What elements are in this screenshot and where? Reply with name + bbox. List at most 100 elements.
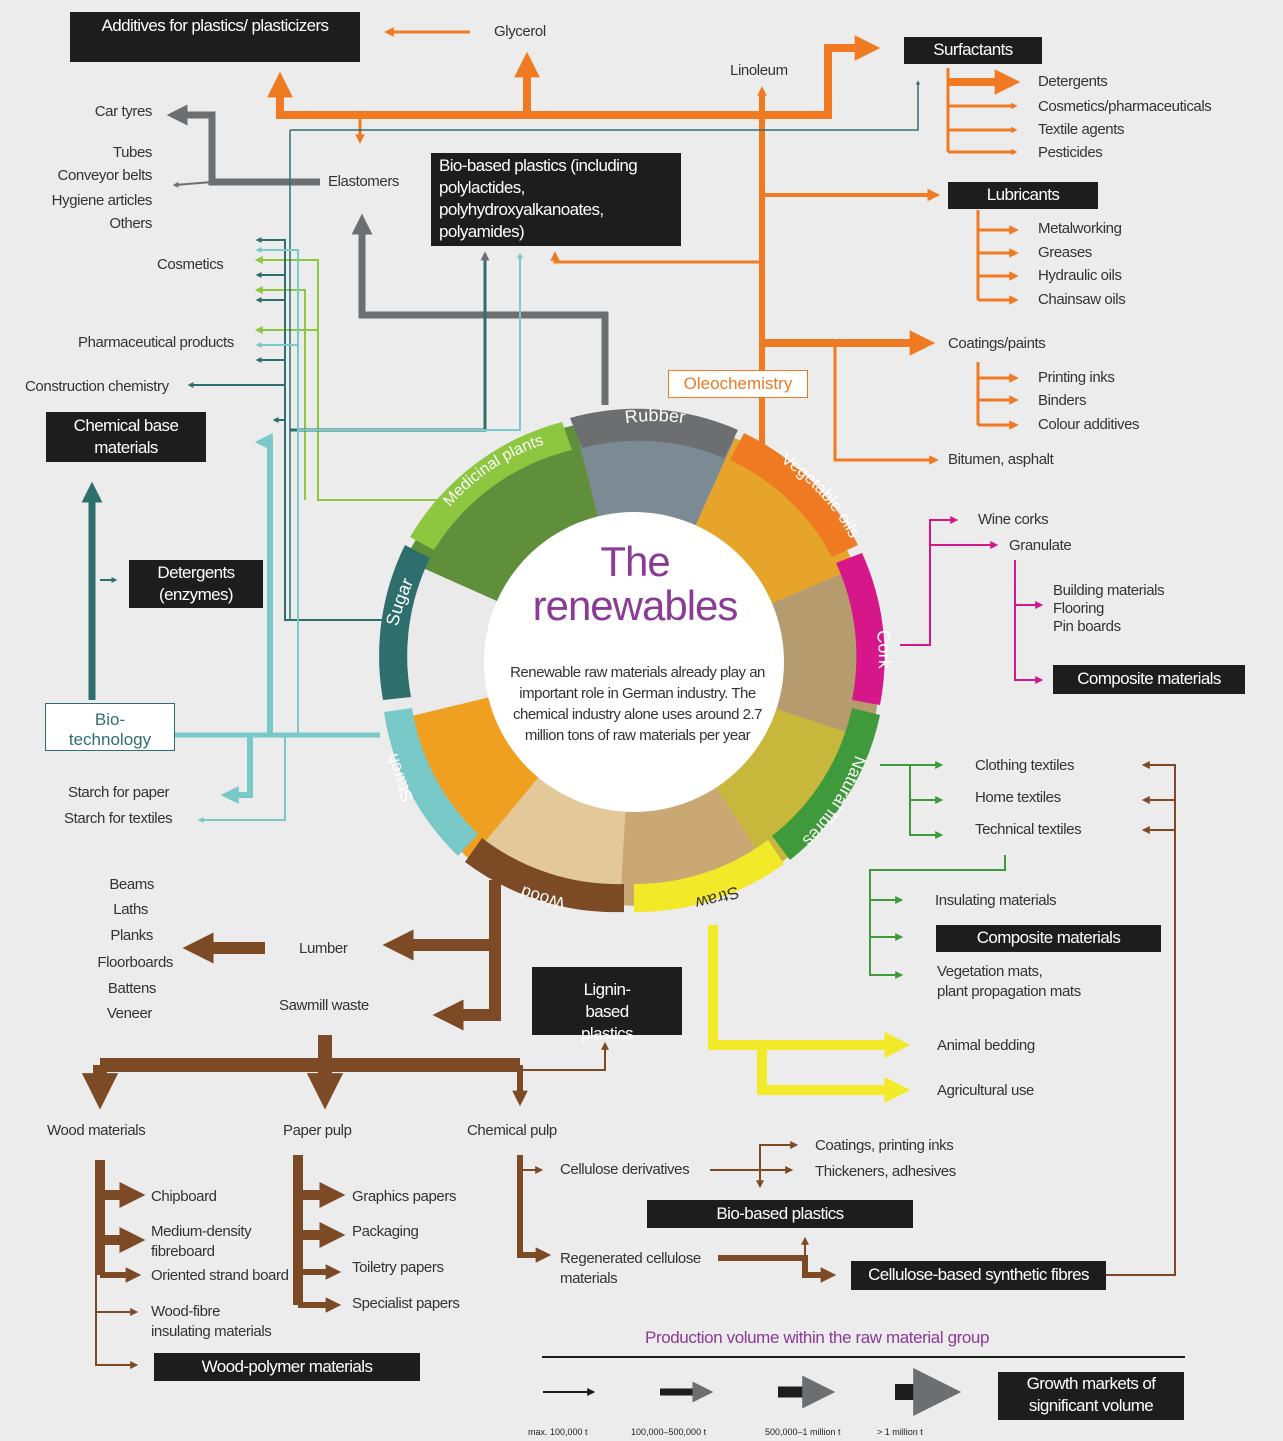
label-veneer: Veneer: [106, 1005, 153, 1022]
label-coatings-paints: Coatings/paints: [948, 335, 1046, 352]
label-paper-pulp: Paper pulp: [283, 1122, 352, 1139]
label-floorboards: Floorboards: [97, 954, 173, 971]
label-specialist: Specialist papers: [352, 1295, 460, 1312]
box-cellulose-fibres: Cellulose-based synthetic fibres: [851, 1261, 1106, 1290]
box-growth-markets: Growth markets of significant volume: [998, 1372, 1184, 1420]
ring-segment-natural-fibres: [772, 708, 880, 860]
ring-segment-vegetable-oils: [730, 433, 858, 557]
label-wood-materials: Wood materials: [47, 1122, 146, 1139]
box-chemical-base: Chemical base materials: [46, 412, 206, 462]
label-starch-paper: Starch for paper: [68, 784, 170, 801]
box-bio-based-plastics-top: Bio-based plastics (including polylactid…: [431, 153, 681, 246]
ring-segment-cork: [836, 553, 885, 705]
label-detergents: Detergents: [1038, 73, 1108, 90]
box-composite-fibre: Composite materials: [936, 925, 1161, 952]
box-oleochemistry: Oleochemistry: [668, 370, 808, 398]
label-home-textiles: Home textiles: [975, 789, 1061, 806]
label-beams: Beams: [109, 876, 154, 893]
box-bio-based-plastics-bottom: Bio-based plastics: [647, 1200, 913, 1228]
label-planks: Planks: [110, 927, 153, 944]
label-colour-additives: Colour additives: [1038, 416, 1140, 433]
label-elastomers: Elastomers: [328, 173, 400, 190]
label-mdf-1: Medium-density: [151, 1223, 252, 1240]
label-regenerated-1: Regenerated cellulose: [560, 1250, 701, 1267]
label-regenerated-2: materials: [560, 1270, 618, 1287]
label-linoleum: Linoleum: [730, 62, 788, 79]
label-plant-mats: plant propagation mats: [937, 983, 1081, 1000]
label-vegetation-mats: Vegetation mats,: [937, 963, 1043, 980]
label-pharma: Pharmaceutical products: [78, 334, 234, 351]
label-chemical-pulp: Chemical pulp: [467, 1122, 557, 1139]
label-hydraulic: Hydraulic oils: [1038, 267, 1122, 284]
label-thickeners: Thickeners, adhesives: [815, 1163, 956, 1180]
label-osb: Oriented strand board: [151, 1267, 289, 1284]
label-technical-textiles: Technical textiles: [975, 821, 1082, 838]
label-conveyor-belts: Conveyor belts: [57, 167, 153, 184]
center-title-line2: renewables: [532, 582, 739, 629]
label-glycerol: Glycerol: [494, 23, 546, 40]
straw-flows: [708, 925, 911, 1103]
ring-segment-sugar: [379, 545, 430, 700]
label-construction-chem: Construction chemistry: [25, 378, 169, 395]
label-coatings-inks: Coatings, printing inks: [815, 1137, 954, 1154]
label-sawmill: Sawmill waste: [279, 997, 369, 1014]
label-packaging: Packaging: [352, 1223, 419, 1240]
box-surfactants: Surfactants: [904, 37, 1042, 64]
center-description: Renewable raw materials already play an …: [510, 664, 765, 744]
center-title-line1: The: [600, 538, 670, 585]
label-wood-fibre-2: insulating materials: [151, 1323, 272, 1340]
label-others: Others: [109, 215, 152, 232]
label-metalworking: Metalworking: [1038, 220, 1122, 237]
box-detergents-enzymes: Detergents (enzymes): [129, 560, 263, 608]
ring-label-natural-fibres: Natural fibres: [799, 754, 870, 851]
ring-label-starch: Starch: [383, 752, 418, 806]
label-cellulose-derivatives: Cellulose derivatives: [560, 1161, 690, 1178]
label-wood-fibre-1: Wood-fibre: [151, 1303, 221, 1320]
oleochemistry-flows: [267, 27, 1021, 465]
label-hygiene: Hygiene articles: [51, 192, 153, 209]
ring-label-vegetable-oils: Vegetable oils: [778, 449, 864, 541]
ring-label-medicinal-plants: Medicinal plants: [440, 432, 545, 510]
starch-flows: [175, 247, 523, 823]
ring-label-wood: Wood: [518, 882, 566, 913]
label-toiletry: Toiletry papers: [352, 1259, 444, 1276]
label-lumber: Lumber: [299, 940, 348, 957]
label-laths: Laths: [113, 901, 148, 918]
center-title: The renewables: [500, 540, 770, 628]
ring-segment-wood: [465, 838, 624, 913]
label-graphics-papers: Graphics papers: [352, 1188, 457, 1205]
label-chipboard: Chipboard: [151, 1188, 217, 1205]
wood-flows: [81, 761, 1176, 1369]
cork-flows: [900, 516, 1044, 684]
label-flooring: Flooring: [1053, 600, 1104, 617]
label-mdf-2: fibreboard: [151, 1243, 215, 1260]
label-greases: Greases: [1038, 244, 1092, 261]
label-building-materials: Building materials: [1053, 582, 1165, 599]
label-tubes: Tubes: [112, 144, 153, 161]
ring-segment-rubber: [570, 408, 738, 458]
ring-segment-medicinal-plants: [410, 422, 572, 550]
legend-item-3: 500,000–1 million t: [765, 1427, 841, 1437]
label-printing-inks: Printing inks: [1038, 369, 1115, 386]
label-car-tyres: Car tyres: [94, 103, 153, 120]
label-starch-textiles: Starch for textiles: [64, 810, 173, 827]
ring-label-cork: Cork: [873, 629, 895, 670]
ring-segment-starch: [384, 708, 478, 856]
label-cosmetics: Cosmetics: [157, 256, 224, 273]
label-agricultural: Agricultural use: [937, 1082, 1034, 1099]
legend-item-4: > 1 million t: [877, 1427, 923, 1437]
ring-label-sugar: Sugar: [382, 575, 417, 628]
label-bitumen: Bitumen, asphalt: [948, 451, 1054, 468]
label-insulating: Insulating materials: [935, 892, 1057, 909]
ring-segment-straw: [634, 840, 784, 913]
legend-title: Production volume within the raw materia…: [645, 1328, 990, 1347]
center-circle: [484, 512, 784, 812]
box-biotechnology: Bio-technology: [45, 703, 175, 751]
ring-label-rubber: Rubber: [624, 405, 687, 427]
label-cosmetics-pharma: Cosmetics/pharmaceuticals: [1038, 98, 1212, 115]
box-additives: Additives for plastics/ plasticizers: [70, 12, 360, 62]
label-battens: Battens: [107, 980, 156, 997]
